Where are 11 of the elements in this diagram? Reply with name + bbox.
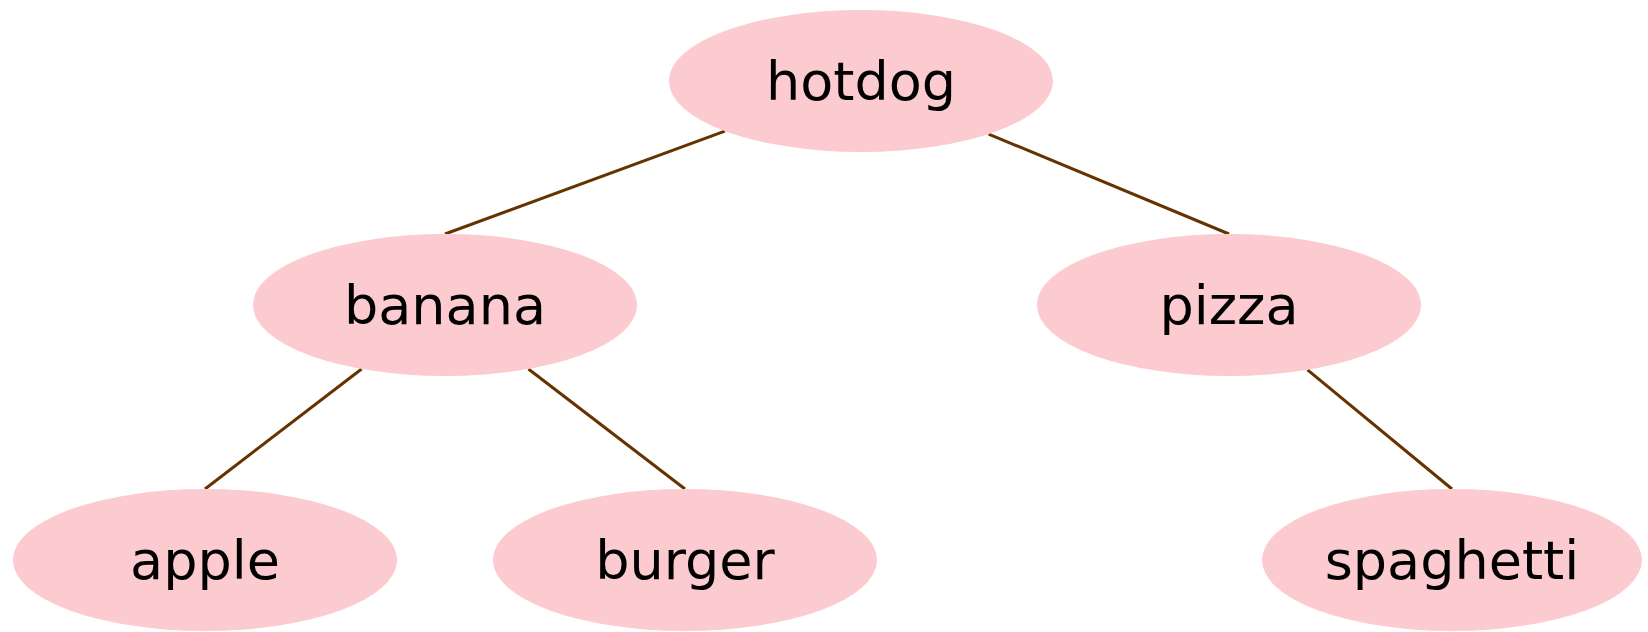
node-label: banana (344, 273, 546, 337)
node-label: pizza (1159, 273, 1299, 337)
connector-line (527, 367, 686, 491)
connector-line (444, 129, 726, 236)
connector-line (1306, 368, 1453, 491)
node-label: apple (130, 528, 280, 592)
connector-line (988, 132, 1230, 236)
node-label: burger (595, 528, 775, 592)
node-label: hotdog (766, 49, 956, 113)
node-label: spaghetti (1324, 528, 1580, 592)
connector-line (204, 367, 363, 491)
